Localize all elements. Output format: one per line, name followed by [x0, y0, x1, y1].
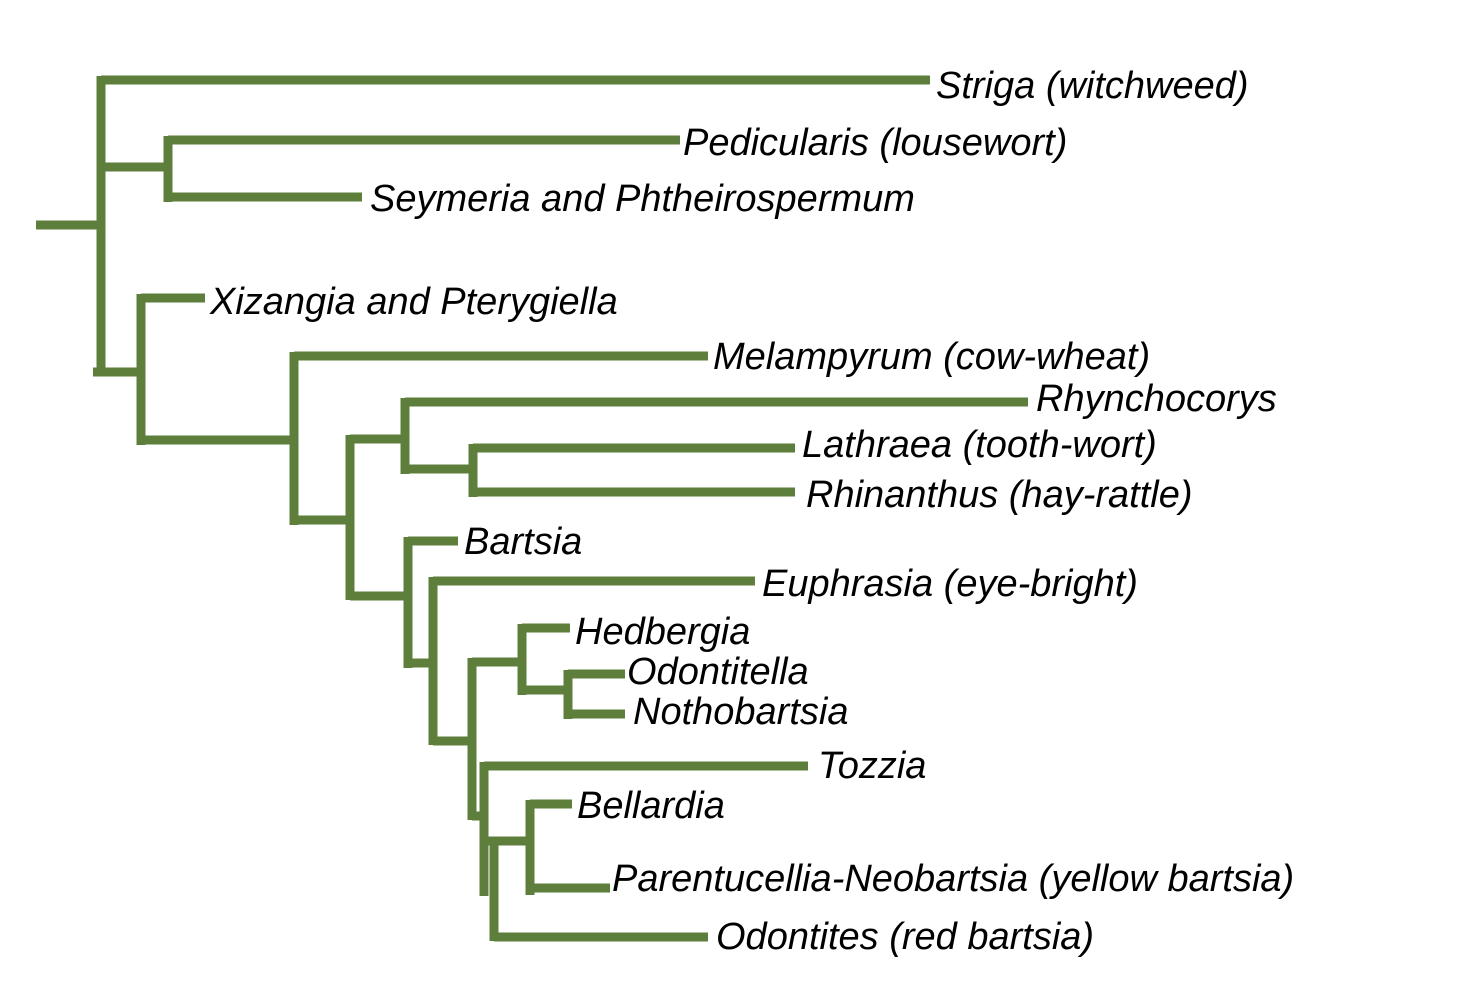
- label-seymeria: Seymeria and Phtheirospermum: [370, 178, 915, 220]
- label-lathraea: Lathraea (tooth-wort): [802, 424, 1157, 466]
- label-odontites: Odontites (red bartsia): [716, 916, 1094, 958]
- label-nothobartsia: Nothobartsia: [633, 691, 848, 733]
- label-rhynchocorys: Rhynchocorys: [1036, 378, 1277, 420]
- label-euphrasia: Euphrasia (eye-bright): [762, 563, 1138, 605]
- label-rhinanthus: Rhinanthus (hay-rattle): [806, 474, 1193, 516]
- label-parentucellia: Parentucellia-Neobartsia (yellow bartsia…: [612, 858, 1294, 900]
- label-xizangia: Xizangia and Pterygiella: [209, 281, 618, 323]
- label-tozzia: Tozzia: [818, 745, 926, 787]
- label-hedbergia: Hedbergia: [575, 611, 750, 653]
- label-bellardia: Bellardia: [577, 785, 725, 827]
- label-bartsia: Bartsia: [464, 521, 582, 563]
- label-melampyrum: Melampyrum (cow-wheat): [713, 336, 1150, 378]
- taxon-labels: Striga (witchweed) Pedicularis (lousewor…: [209, 65, 1294, 958]
- label-odontitella: Odontitella: [627, 651, 809, 693]
- label-striga: Striga (witchweed): [936, 65, 1249, 107]
- label-pedicularis: Pedicularis (lousewort): [683, 122, 1067, 164]
- tree-branches: [36, 75, 1028, 942]
